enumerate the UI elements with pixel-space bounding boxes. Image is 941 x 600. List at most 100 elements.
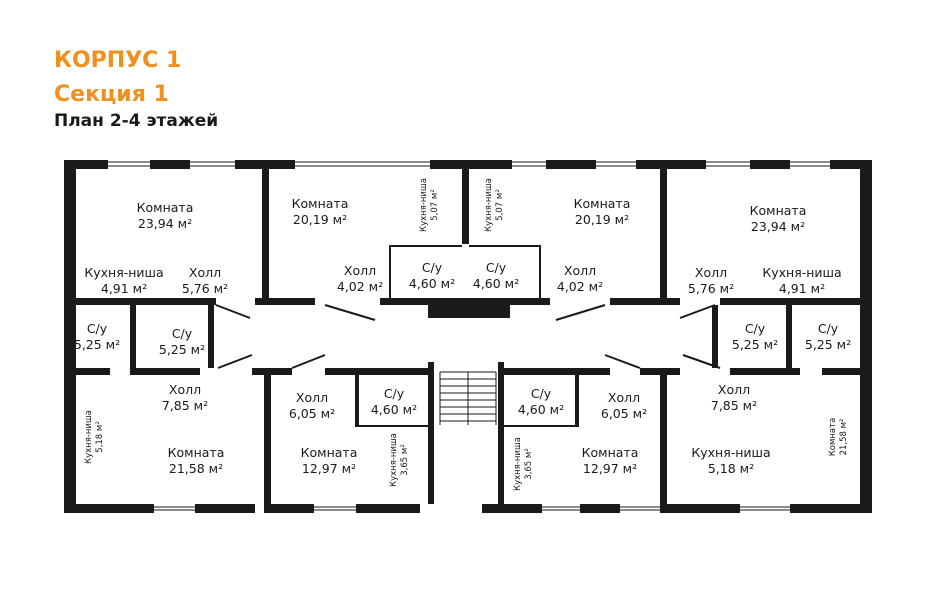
room-name: Кухня-ниша (484, 178, 494, 232)
room-name: С/у (384, 386, 405, 401)
interior-walls (76, 169, 860, 504)
room-area: 5,25 м² (159, 342, 205, 357)
room-area: 5,18 м² (95, 421, 105, 452)
room-area: 3,65 м² (524, 448, 534, 479)
room-area: 12,97 м² (583, 461, 637, 476)
room-area: 5,25 м² (805, 337, 851, 352)
room-area: 5,07 м² (430, 189, 440, 220)
room-label: С/у5,25 м² (74, 321, 120, 352)
room-name: Комната (828, 418, 838, 457)
room-name: Холл (608, 390, 640, 405)
room-area: 4,02 м² (557, 279, 603, 294)
room-name: Комната (168, 445, 225, 460)
room-area: 5,76 м² (182, 281, 228, 296)
room-name: Кухня-ниша (691, 445, 770, 460)
room-name: Холл (718, 382, 750, 397)
room-label: С/у5,25 м² (732, 321, 778, 352)
room-area: 23,94 м² (138, 216, 192, 231)
room-name: Холл (169, 382, 201, 397)
room-name: Комната (574, 196, 631, 211)
room-name: Холл (344, 263, 376, 278)
room-area: 4,91 м² (779, 281, 825, 296)
staircase (439, 371, 497, 425)
room-area: 5,76 м² (688, 281, 734, 296)
room-name: С/у (818, 321, 839, 336)
room-label: С/у5,25 м² (159, 326, 205, 357)
room-area: 4,60 м² (371, 402, 417, 417)
building-title: КОРПУС 1 (54, 48, 182, 73)
section-title: Секция 1 (54, 82, 169, 107)
room-area: 5,07 м² (495, 189, 505, 220)
room-area: 3,65 м² (400, 444, 410, 475)
room-area: 4,60 м² (473, 276, 519, 291)
room-name: Комната (292, 196, 349, 211)
room-label: С/у4,60 м² (473, 260, 519, 291)
room-area: 7,85 м² (711, 398, 757, 413)
room-area: 4,91 м² (101, 281, 147, 296)
room-area: 4,60 м² (518, 402, 564, 417)
room-area: 20,19 м² (293, 212, 347, 227)
room-name: С/у (172, 326, 193, 341)
room-label: С/у4,60 м² (518, 386, 564, 417)
room-area: 21,58 м² (169, 461, 223, 476)
room-name: Кухня-ниша (389, 433, 399, 487)
room-area: 23,94 м² (751, 219, 805, 234)
windows (108, 161, 869, 511)
room-area: 4,60 м² (409, 276, 455, 291)
room-area: 4,02 м² (337, 279, 383, 294)
room-area: 5,25 м² (74, 337, 120, 352)
room-name: Кухня-ниша (513, 437, 523, 491)
room-area: 6,05 м² (601, 406, 647, 421)
room-name: Кухня-ниша (419, 178, 429, 232)
room-label: С/у5,25 м² (805, 321, 851, 352)
room-name: Холл (296, 390, 328, 405)
room-name: Комната (301, 445, 358, 460)
room-name: Холл (695, 265, 727, 280)
room-area: 6,05 м² (289, 406, 335, 421)
room-area: 7,85 м² (162, 398, 208, 413)
room-area: 5,25 м² (732, 337, 778, 352)
room-name: Кухня-ниша (84, 265, 163, 280)
room-name: С/у (87, 321, 108, 336)
room-name: Комната (582, 445, 639, 460)
room-name: Кухня-ниша (84, 410, 94, 464)
room-name: Комната (137, 200, 194, 215)
room-name: С/у (745, 321, 766, 336)
room-name: С/у (422, 260, 443, 275)
room-label: С/у4,60 м² (371, 386, 417, 417)
room-area: 20,19 м² (575, 212, 629, 227)
room-area: 5,18 м² (708, 461, 754, 476)
room-name: С/у (486, 260, 507, 275)
partitions (357, 245, 576, 427)
room-name: С/у (531, 386, 552, 401)
room-name: Холл (189, 265, 221, 280)
room-name: Кухня-ниша (762, 265, 841, 280)
room-label: С/у4,60 м² (409, 260, 455, 291)
room-area: 21,58 м² (839, 419, 849, 456)
